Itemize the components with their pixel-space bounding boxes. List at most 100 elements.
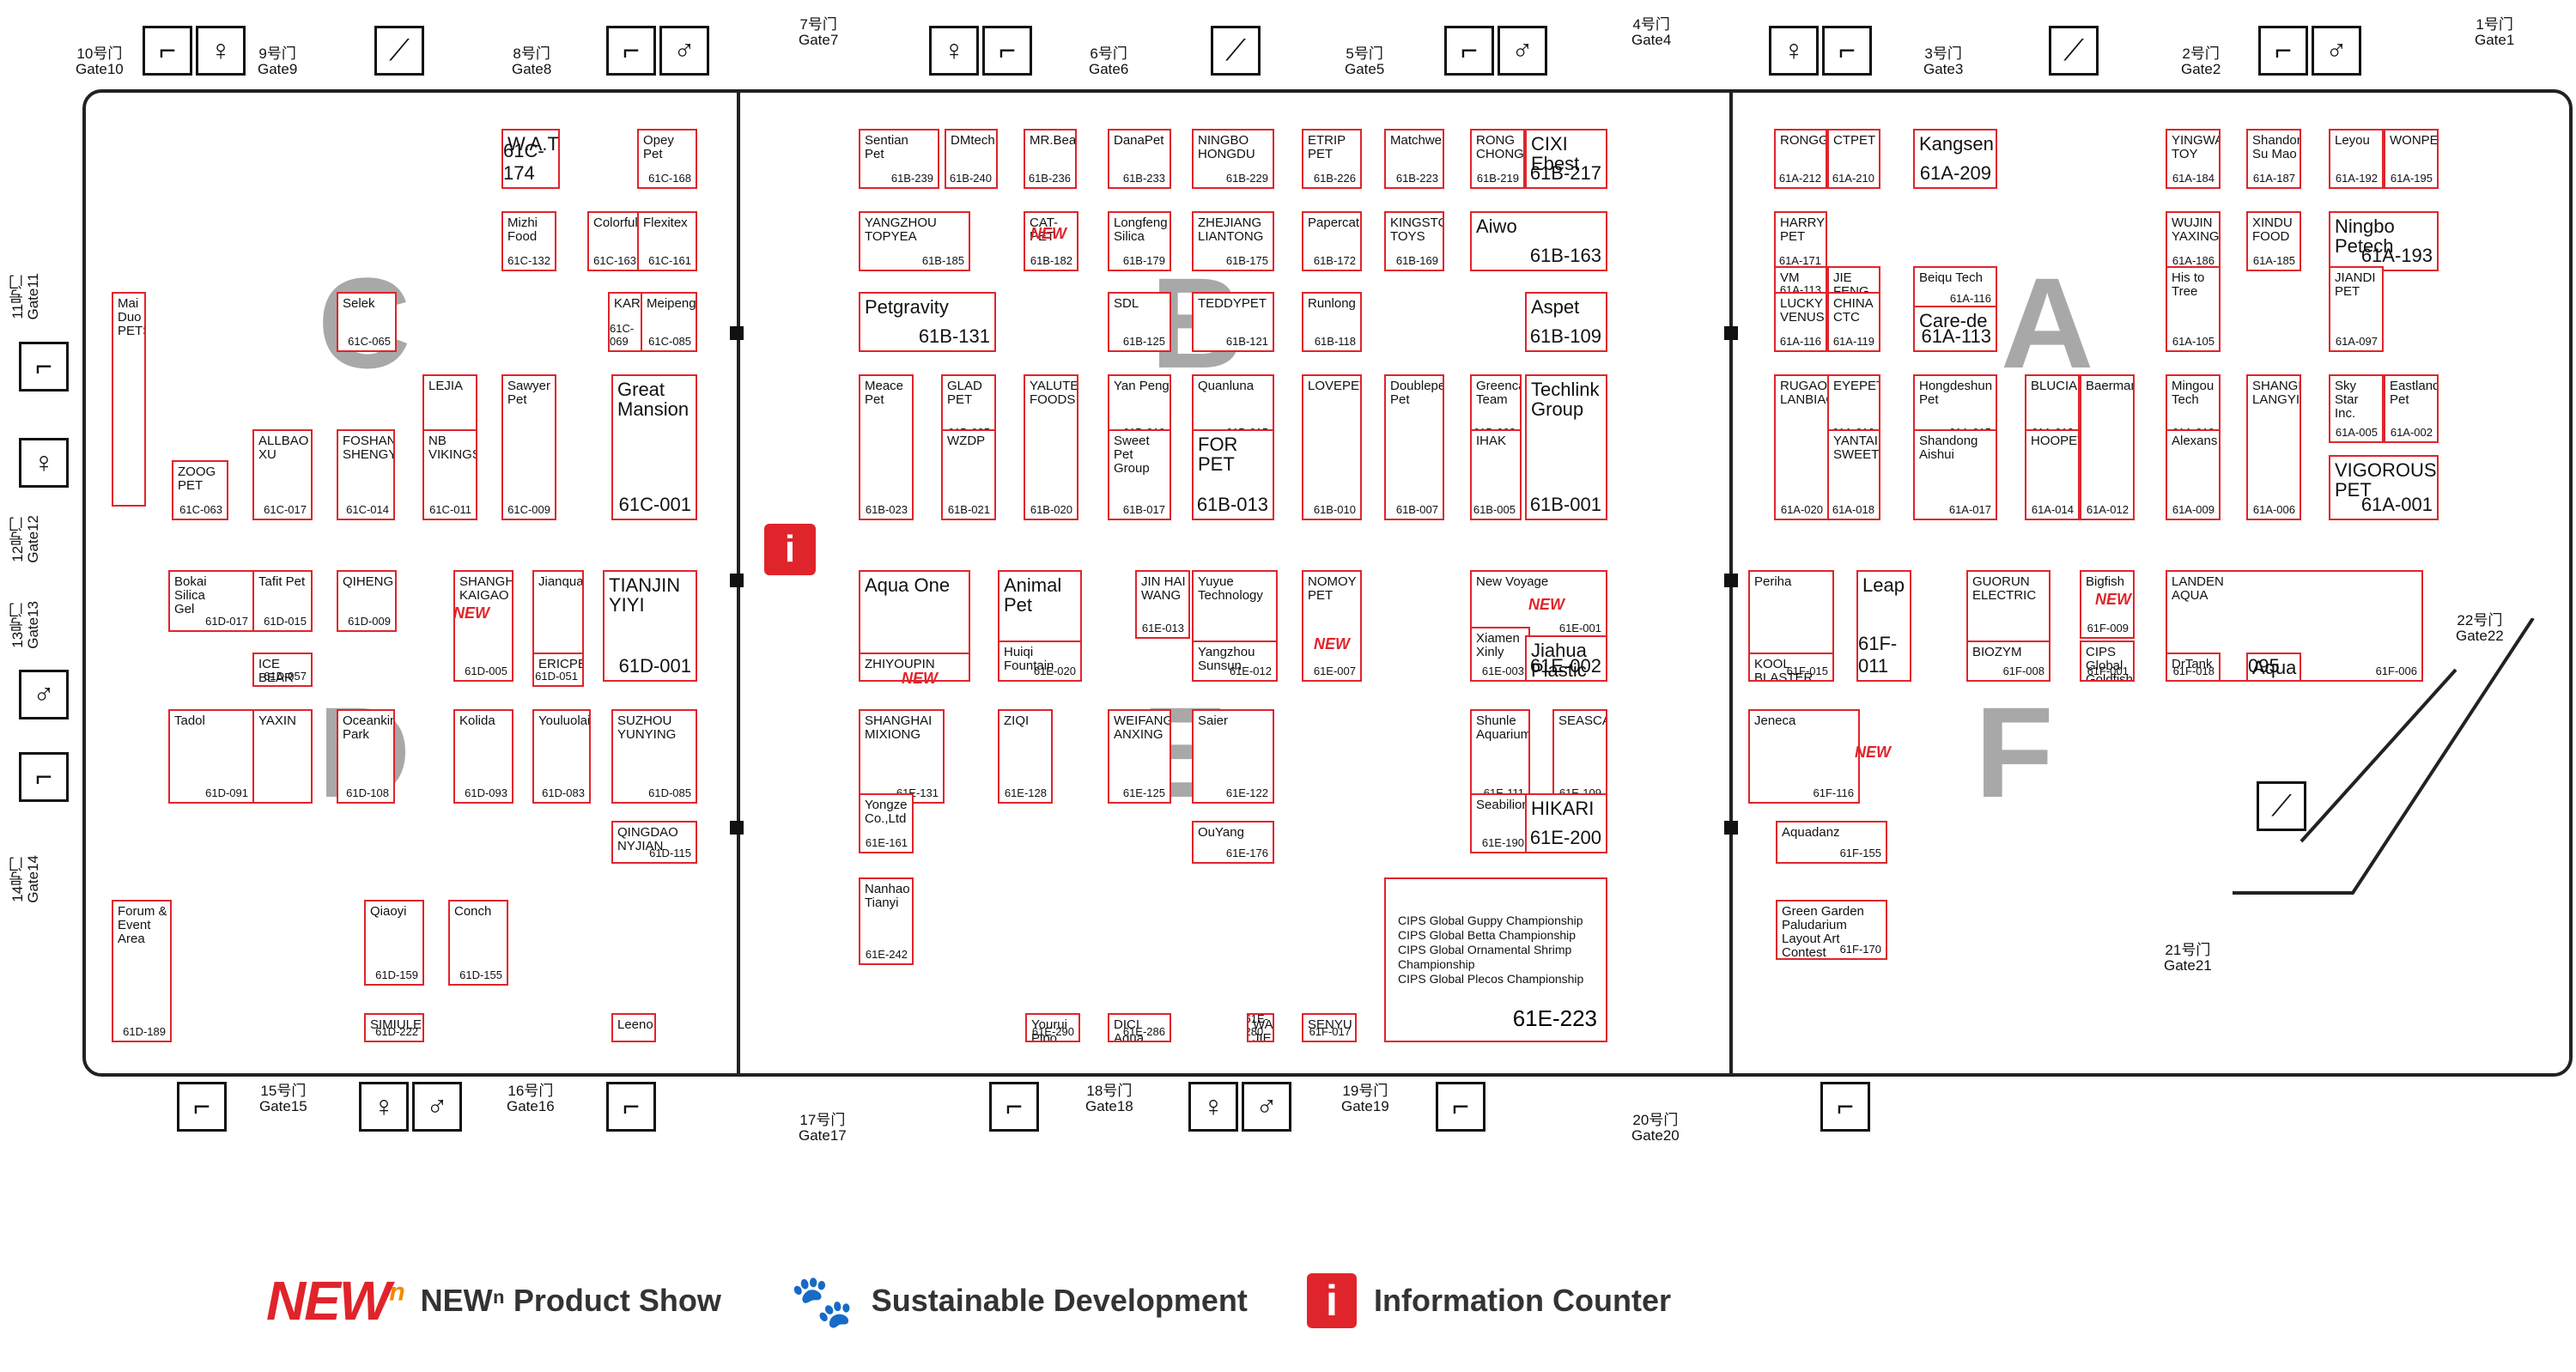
gate-label[interactable]: 6号门 Gate6: [1089, 46, 1129, 77]
booth[interactable]: HOOPET61A-014: [2025, 429, 2080, 520]
gate-label[interactable]: 14号门 Gate14: [9, 855, 41, 903]
booth[interactable]: W.A.T.61C-174: [501, 129, 560, 189]
booth[interactable]: CIPS Global Goldfish Show61F-001: [2080, 640, 2135, 682]
gate-label[interactable]: 13号门 Gate13: [9, 601, 41, 649]
gate-label[interactable]: 2号门 Gate2: [2181, 46, 2221, 77]
gate-label[interactable]: 21号门 Gate21: [2164, 942, 2212, 974]
gate-label[interactable]: 1号门 Gate1: [2475, 16, 2515, 48]
gate-label[interactable]: 19号门 Gate19: [1341, 1083, 1389, 1114]
booth[interactable]: ERICPET61D-051: [532, 653, 584, 687]
booth[interactable]: SEASCAPE61E-109: [1552, 709, 1607, 804]
gate-label[interactable]: 10号门 Gate10: [76, 46, 124, 77]
booth[interactable]: ZHIYOUPIN: [859, 653, 970, 682]
gate-label[interactable]: 9号门 Gate9: [258, 46, 298, 77]
booth[interactable]: Green Garden Paludarium Layout Art Conte…: [1776, 900, 1887, 960]
gate-label[interactable]: 11号门 Gate11: [9, 273, 41, 320]
booth[interactable]: RUGAO LANBIAO61A-020: [1774, 374, 1829, 520]
booth[interactable]: Mai Duo PETS: [112, 292, 146, 507]
gate-label[interactable]: 4号门 Gate4: [1631, 16, 1672, 48]
championship-area[interactable]: CIPS Global Guppy Championship CIPS Glob…: [1384, 877, 1607, 1042]
booth[interactable]: RONGGAO61A-212: [1774, 129, 1827, 189]
gate-label[interactable]: 5号门 Gate5: [1345, 46, 1385, 77]
booth[interactable]: WAN JIE61E-280: [1247, 1013, 1274, 1042]
booth[interactable]: FOSHAN SHENGYA61C-014: [337, 429, 395, 520]
gate-label[interactable]: 16号门 Gate16: [507, 1083, 555, 1114]
booth[interactable]: Sky Star Inc.61A-005: [2329, 374, 2384, 443]
booth[interactable]: Leeno: [611, 1013, 656, 1042]
booth[interactable]: WONPET61A-195: [2384, 129, 2439, 189]
booth[interactable]: Aqua clean61F-095: [2246, 653, 2301, 682]
gate-label[interactable]: 18号门 Gate18: [1085, 1083, 1133, 1114]
